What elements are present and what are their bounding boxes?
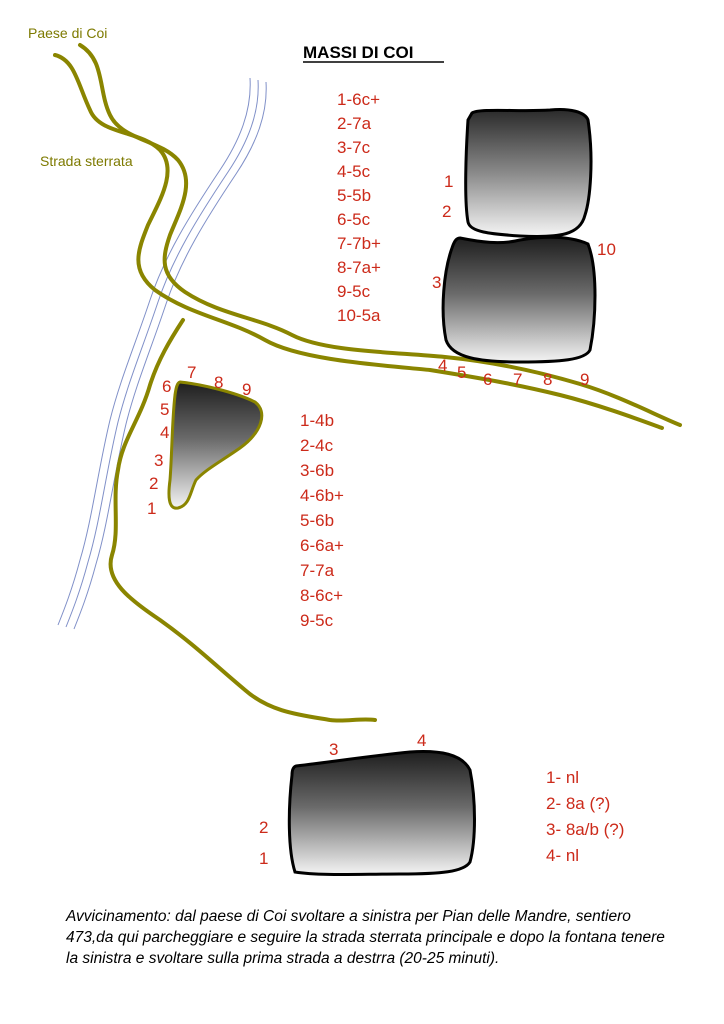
map-title: MASSI DI COI [303, 43, 414, 62]
route-item: 2-4c [300, 436, 334, 455]
route-item: 3-6b [300, 461, 334, 480]
boulder-top-marker-10: 10 [597, 240, 616, 259]
route-item: 4-6b+ [300, 486, 344, 505]
boulder-mid-marker-7: 7 [187, 363, 196, 382]
route-item: 10-5a [337, 306, 381, 325]
boulder-top-marker-2: 2 [442, 202, 451, 221]
boulder-bottom [287, 750, 476, 876]
dirt-road-label: Strada sterrata [40, 153, 133, 169]
boulder-top-marker-3: 3 [432, 273, 441, 292]
boulder-bottom-marker-1: 1 [259, 849, 268, 868]
boulder-top-marker-8: 8 [543, 370, 552, 389]
route-item: 2-7a [337, 114, 372, 133]
route-item: 5-5b [337, 186, 371, 205]
route-item: 7-7b+ [337, 234, 381, 253]
boulder-top-marker-7: 7 [513, 370, 522, 389]
boulder-mid-marker-9: 9 [242, 380, 251, 399]
route-item: 8-6c+ [300, 586, 343, 605]
route-item: 8-7a+ [337, 258, 381, 277]
boulder-mid-marker-2: 2 [149, 474, 158, 493]
boulder-bottom-marker-3: 3 [329, 740, 338, 759]
boulder-top-marker-5: 5 [457, 363, 466, 382]
route-item: 9-5c [300, 611, 334, 630]
route-item: 1-4b [300, 411, 334, 430]
route-item: 1-6c+ [337, 90, 380, 109]
boulder-mid-marker-5: 5 [160, 400, 169, 419]
route-item: 6-6a+ [300, 536, 344, 555]
route-item: 9-5c [337, 282, 371, 301]
route-item: 4- nl [546, 846, 579, 865]
river [57, 77, 267, 630]
boulder-top-marker-4: 4 [438, 356, 447, 375]
boulder-mid-marker-1: 1 [147, 499, 156, 518]
boulder-top-route-list: 1-6c+ 2-7a 3-7c 4-5c 5-5b 6-5c 7-7b+ 8-7… [337, 90, 381, 325]
boulder-bottom-marker-2: 2 [259, 818, 268, 837]
boulder-top-marker-6: 6 [483, 370, 492, 389]
boulder-mid-route-list: 1-4b 2-4c 3-6b 4-6b+ 5-6b 6-6a+ 7-7a 8-6… [300, 411, 344, 630]
boulder-top-marker-1: 1 [444, 172, 453, 191]
approach-description: Avvicinamento: dal paese di Coi svoltare… [66, 908, 665, 967]
boulder-mid-marker-6: 6 [162, 377, 171, 396]
village-label: Paese di Coi [28, 25, 107, 41]
route-item: 6-5c [337, 210, 371, 229]
route-item: 2- 8a (?) [546, 794, 610, 813]
route-item: 7-7a [300, 561, 335, 580]
dirt-road [53, 43, 682, 723]
boulder-mid-marker-3: 3 [154, 451, 163, 470]
route-item: 3- 8a/b (?) [546, 820, 624, 839]
boulder-mid-marker-4: 4 [160, 423, 169, 442]
route-item: 3-7c [337, 138, 371, 157]
boulder-top-marker-9: 9 [580, 370, 589, 389]
boulder-bottom-marker-4: 4 [417, 731, 426, 750]
route-item: 1- nl [546, 768, 579, 787]
route-item: 4-5c [337, 162, 371, 181]
boulder-mid [167, 380, 264, 510]
route-item: 5-6b [300, 511, 334, 530]
boulder-bottom-route-list: 1- nl 2- 8a (?) 3- 8a/b (?) 4- nl [546, 768, 624, 865]
boulder-top [441, 108, 597, 364]
boulder-mid-marker-8: 8 [214, 373, 223, 392]
